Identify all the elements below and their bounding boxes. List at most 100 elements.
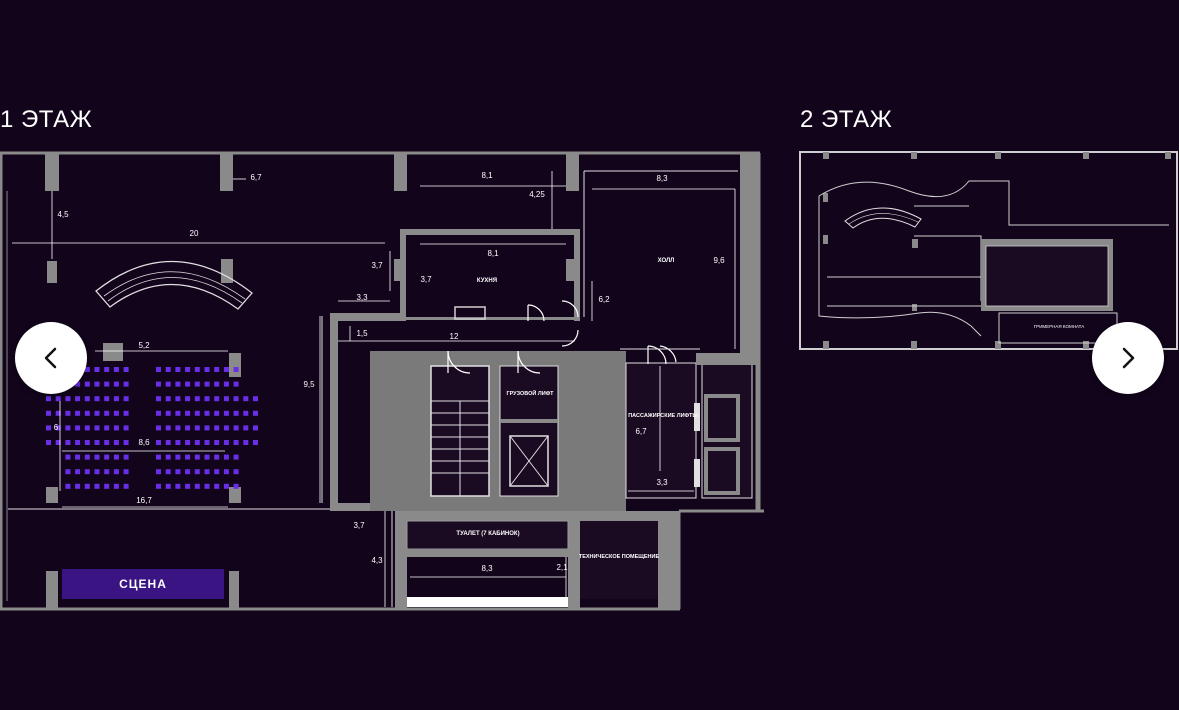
- seat: [185, 454, 191, 460]
- dim-3-7-a: 3,7: [371, 261, 383, 270]
- seat: [175, 469, 181, 475]
- seat: [185, 396, 191, 402]
- seat: [75, 469, 81, 475]
- dimension-lines: [12, 171, 736, 607]
- dim-6-7: 6,7: [250, 173, 262, 182]
- columns: [45, 153, 579, 609]
- seat: [233, 410, 239, 416]
- seat: [253, 410, 258, 416]
- dim-8-3-top: 8,3: [656, 174, 668, 183]
- seat: [113, 425, 119, 431]
- seat: [123, 410, 129, 416]
- dim-16-7: 16,7: [136, 496, 152, 505]
- seat: [165, 469, 171, 475]
- seat: [104, 410, 110, 416]
- seat: [223, 410, 229, 416]
- seat: [156, 454, 161, 460]
- seat: [113, 440, 119, 445]
- doors: [447, 300, 677, 374]
- seat: [175, 396, 181, 402]
- seat: [55, 396, 61, 402]
- seat: [104, 454, 110, 460]
- seat: [46, 410, 51, 416]
- seat: [223, 381, 229, 387]
- dim-12: 12: [450, 332, 459, 341]
- seat: [165, 425, 171, 431]
- seat: [253, 440, 258, 445]
- seat: [243, 410, 249, 416]
- dim-3-3-a: 3,3: [356, 293, 368, 302]
- seat: [123, 469, 129, 475]
- seat: [75, 425, 81, 431]
- seat: [123, 483, 129, 489]
- seat: [75, 396, 81, 402]
- seat: [165, 367, 171, 372]
- seat: [253, 425, 258, 431]
- seat: [214, 483, 220, 489]
- next-button[interactable]: [1092, 322, 1164, 394]
- seat: [194, 425, 200, 431]
- seat: [94, 469, 100, 475]
- seat: [214, 396, 220, 402]
- room-freight-lift: ГРУЗОВОЙ ЛИФТ: [506, 389, 554, 397]
- seat: [113, 396, 119, 402]
- seat: [113, 454, 119, 460]
- seat: [233, 425, 239, 431]
- audience-seats: [46, 367, 258, 489]
- seat: [84, 410, 90, 416]
- seat: [165, 410, 171, 416]
- seat: [214, 454, 220, 460]
- seat: [55, 425, 61, 431]
- seat: [175, 454, 181, 460]
- dim-6: 6: [54, 423, 59, 432]
- room-makeup: ГРИМЕРНАЯ КОМНАТА: [1034, 324, 1085, 329]
- seat: [243, 440, 249, 445]
- seat: [194, 483, 200, 489]
- dim-8-3-bottom: 8,3: [481, 564, 493, 573]
- seat: [55, 410, 61, 416]
- seat: [156, 396, 161, 402]
- seat: [214, 410, 220, 416]
- seat: [175, 367, 181, 372]
- seat: [165, 483, 171, 489]
- seat: [204, 440, 210, 445]
- floor2-outline: [799, 151, 1178, 350]
- seat: [223, 396, 229, 402]
- seat: [65, 425, 71, 431]
- seat: [233, 469, 239, 475]
- room-toilet: ТУАЛЕТ (7 КАБИНОК): [456, 531, 519, 537]
- prev-button[interactable]: [15, 322, 87, 394]
- seat: [194, 381, 200, 387]
- seat: [223, 425, 229, 431]
- seat: [223, 469, 229, 475]
- seat: [94, 367, 100, 372]
- seat: [185, 483, 191, 489]
- dim-3-3-b: 3,3: [656, 478, 668, 487]
- seat: [185, 425, 191, 431]
- seat: [94, 440, 100, 445]
- seat: [156, 410, 161, 416]
- seat: [165, 396, 171, 402]
- seat: [104, 367, 110, 372]
- seat: [185, 440, 191, 445]
- seat: [104, 440, 110, 445]
- dim-5-2: 5,2: [138, 341, 150, 350]
- seat: [156, 425, 161, 431]
- dim-6-7-lifts: 6,7: [635, 427, 647, 436]
- seat: [84, 396, 90, 402]
- seat: [84, 381, 90, 387]
- floor-plan-2[interactable]: ГРИМЕРНАЯ КОМНАТА: [799, 151, 1179, 351]
- stage: [62, 569, 224, 599]
- seat: [46, 396, 51, 402]
- seat: [194, 469, 200, 475]
- floor-plan-1[interactable]: СЦЕНА КУХНЯ ХОЛЛ: [0, 151, 766, 611]
- stage-label: СЦЕНА: [119, 577, 167, 591]
- seat: [84, 440, 90, 445]
- floor2-columns: [823, 152, 1171, 349]
- dim-9-6: 9,6: [713, 256, 725, 265]
- seat: [185, 381, 191, 387]
- seat: [204, 410, 210, 416]
- seat: [165, 440, 171, 445]
- seat: [75, 381, 81, 387]
- seat: [204, 483, 210, 489]
